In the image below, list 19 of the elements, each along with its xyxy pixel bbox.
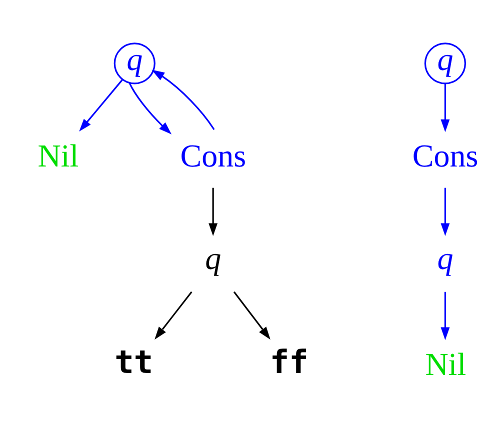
node-text: ff: [270, 343, 308, 382]
arrow: [154, 291, 192, 340]
arrow: [233, 291, 270, 340]
node-text: Nil: [38, 138, 79, 174]
node-text: q: [205, 240, 222, 276]
node-text: Cons: [180, 138, 246, 174]
node-text: q: [437, 240, 454, 276]
arrow: [440, 188, 450, 236]
node-circle: q: [114, 42, 156, 84]
arrow: [440, 84, 450, 132]
arrow: [440, 292, 450, 340]
arrow: [208, 188, 218, 236]
arrow: [128, 82, 172, 134]
node-text: tt: [114, 343, 154, 382]
arrow: [152, 70, 215, 130]
arrow: [79, 79, 123, 132]
node-text: Cons: [412, 138, 478, 174]
node-circle: q: [424, 42, 466, 84]
node-text: Nil: [425, 346, 466, 382]
